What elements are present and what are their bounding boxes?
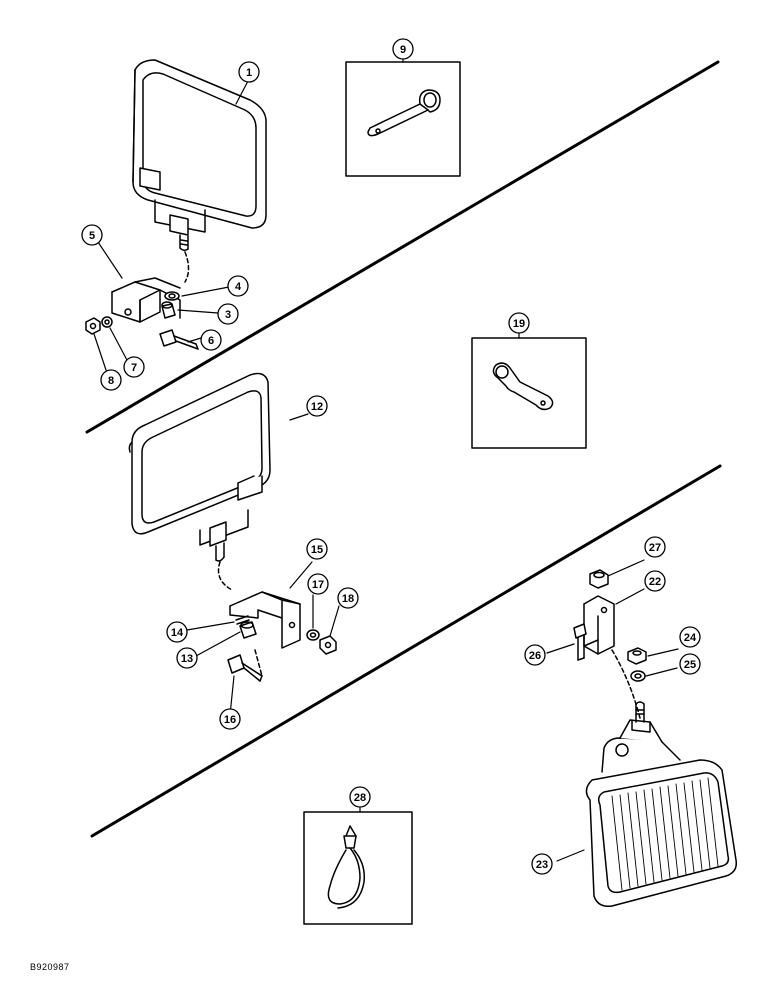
callout-13: 13 bbox=[181, 653, 193, 665]
callout-8: 8 bbox=[108, 375, 114, 387]
nut-8 bbox=[85, 317, 101, 335]
callout-12: 12 bbox=[311, 401, 323, 413]
callout-5: 5 bbox=[89, 230, 95, 242]
callout-17: 17 bbox=[312, 579, 324, 591]
callout-circles bbox=[81, 38, 701, 875]
callout-23: 23 bbox=[536, 859, 548, 871]
callout-28: 28 bbox=[354, 792, 366, 804]
callout-19: 19 bbox=[513, 318, 525, 330]
callout-16: 16 bbox=[224, 714, 236, 726]
work-lamp-23 bbox=[585, 701, 738, 908]
bolt-16 bbox=[227, 649, 263, 682]
callout-25: 25 bbox=[684, 659, 696, 671]
washer-4 bbox=[164, 291, 180, 301]
callout-9: 9 bbox=[400, 44, 406, 56]
divider-line-bottom bbox=[90, 464, 722, 838]
bolt-6 bbox=[159, 329, 199, 350]
spacer-13 bbox=[239, 621, 257, 639]
figure-id: B920987 bbox=[30, 962, 70, 972]
callout-1: 1 bbox=[246, 67, 252, 79]
callout-14: 14 bbox=[171, 627, 184, 639]
lockwasher-25 bbox=[630, 670, 646, 682]
bracket-22 bbox=[583, 595, 615, 655]
work-lamp-12 bbox=[128, 372, 271, 591]
nut-18 bbox=[319, 635, 337, 655]
callout-4: 4 bbox=[235, 281, 242, 293]
bolt-26 bbox=[573, 623, 587, 661]
lockwasher-7 bbox=[101, 316, 113, 328]
callout-15: 15 bbox=[311, 544, 323, 556]
callout-26: 26 bbox=[529, 650, 541, 662]
clip-9-inset bbox=[345, 61, 461, 177]
callout-6: 6 bbox=[208, 335, 214, 347]
callout-24: 24 bbox=[684, 632, 697, 644]
spacer-3 bbox=[161, 301, 176, 319]
callout-3: 3 bbox=[225, 309, 231, 321]
work-lamp-1 bbox=[132, 59, 267, 283]
clip-19-inset bbox=[471, 337, 587, 449]
nut-27 bbox=[589, 569, 609, 589]
nut-24 bbox=[627, 647, 647, 665]
divider-line-top bbox=[85, 60, 720, 434]
bracket-15 bbox=[229, 591, 301, 649]
lockwasher-17 bbox=[306, 629, 320, 641]
callout-27: 27 bbox=[649, 542, 661, 554]
callout-7: 7 bbox=[131, 362, 137, 374]
callout-18: 18 bbox=[342, 593, 354, 605]
callout-22: 22 bbox=[649, 576, 661, 588]
bracket-5 bbox=[111, 277, 181, 323]
strap-28-inset bbox=[303, 811, 413, 925]
